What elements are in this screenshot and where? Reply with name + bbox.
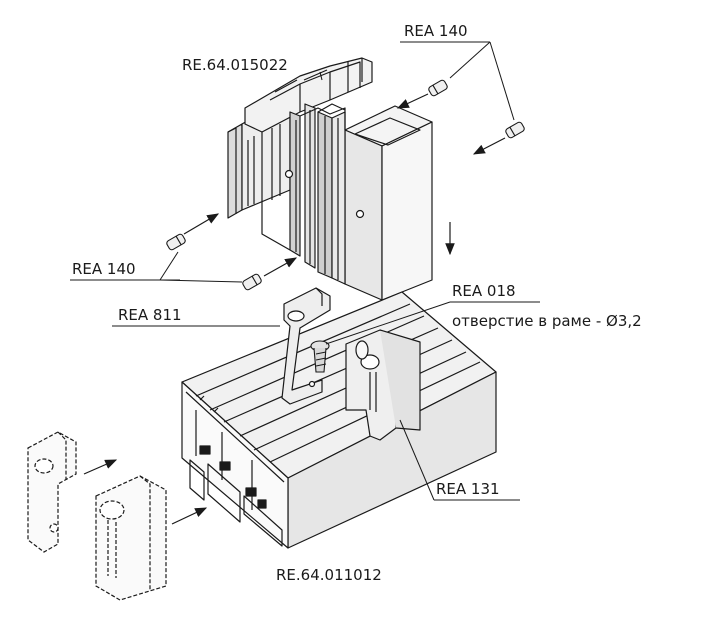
top-profile [227,57,433,301]
label-pin-left: REA 140 [72,260,136,278]
label-top-profile: RE.64.015022 [182,56,288,74]
motion-arrows [83,93,506,525]
screw-rea-018 [310,340,330,373]
label-hole-note: отверстие в раме - Ø3,2 [452,312,642,330]
label-pin-top: REA 140 [404,22,468,40]
pins-rea-140 [166,79,525,291]
bracket-rea-131 [345,329,421,441]
label-screw: REA 018 [452,282,516,300]
dashed-clip [27,431,77,553]
dashed-bracket [95,475,167,601]
label-bracket: REA 131 [436,480,500,498]
leader-lines [70,41,540,501]
label-bottom-profile: RE.64.011012 [276,566,382,584]
clip-rea-811 [281,287,331,405]
bottom-profile [181,291,497,549]
label-clip: REA 811 [118,306,182,324]
